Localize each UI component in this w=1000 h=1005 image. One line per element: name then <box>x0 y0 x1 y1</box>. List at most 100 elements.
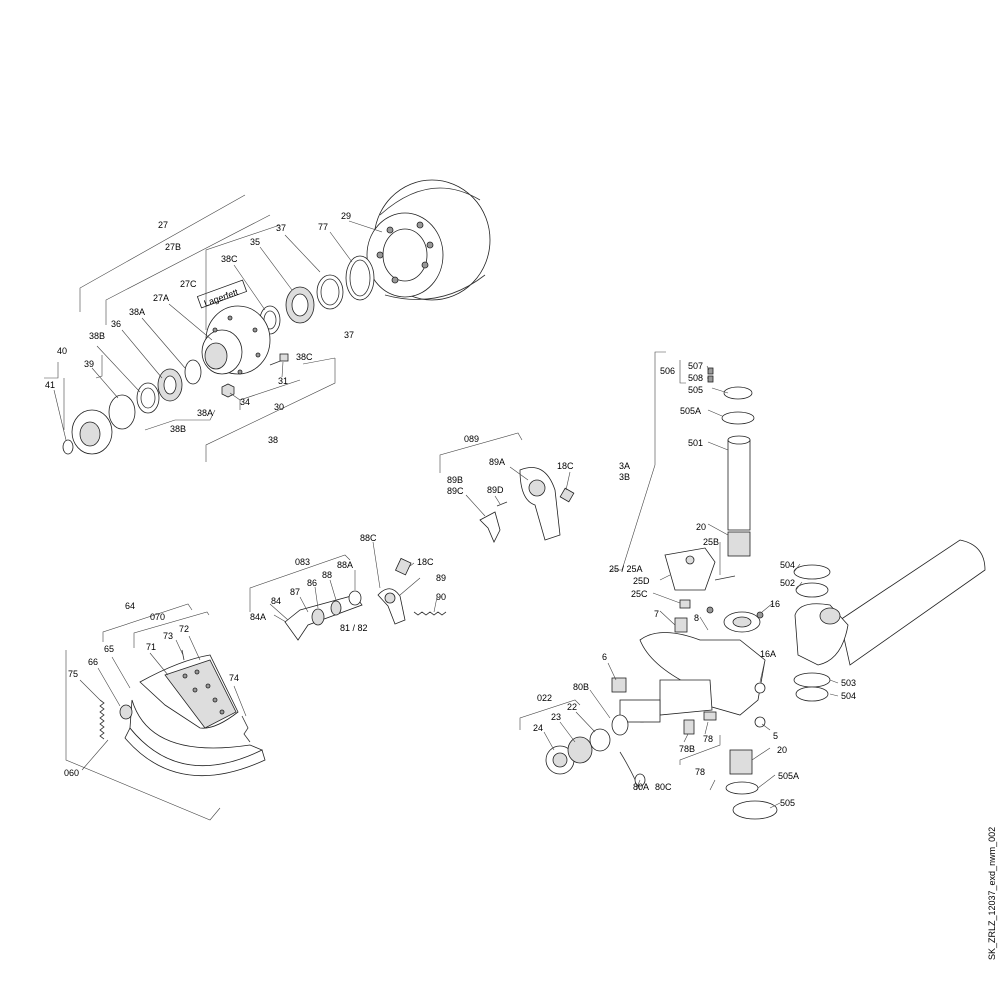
hub-nut-022 <box>545 714 646 787</box>
callout-73: 73 <box>163 631 173 641</box>
callout-88A: 88A <box>337 560 353 570</box>
callout-502: 502 <box>780 578 795 588</box>
callout-78-a: 78 <box>703 734 713 744</box>
ring-37 <box>316 274 344 310</box>
callout-18C-b: 18C <box>417 557 434 567</box>
hub-cap-40 <box>71 409 113 455</box>
cover-39 <box>108 394 136 430</box>
callout-25C: 25C <box>631 589 648 599</box>
callout-16A: 16A <box>760 649 776 659</box>
callout-20-bottom: 20 <box>777 745 787 755</box>
steering-knuckle <box>619 611 766 723</box>
callout-37-top: 37 <box>276 223 286 233</box>
callout-508: 508 <box>688 373 703 383</box>
callout-71: 71 <box>146 642 156 652</box>
callout-27A: 27A <box>153 293 169 303</box>
callout-80A: 80A <box>633 782 649 792</box>
callout-84A: 84A <box>250 612 266 622</box>
callout-74: 74 <box>229 673 239 683</box>
steering-arm-25 <box>664 547 736 591</box>
callout-505A-bottom: 505A <box>778 771 799 781</box>
callout-38B-top: 38B <box>89 331 105 341</box>
callout-90: 90 <box>436 592 446 602</box>
callout-501: 501 <box>688 438 703 448</box>
callout-30: 30 <box>274 402 284 412</box>
callout-8: 8 <box>694 613 699 623</box>
callout-3A: 3A <box>619 461 630 471</box>
callout-22: 22 <box>567 702 577 712</box>
bearing-38A <box>157 359 202 402</box>
callout-20-top: 20 <box>696 522 706 532</box>
callout-31: 31 <box>278 376 288 386</box>
callout-89B: 89B <box>447 475 463 485</box>
callout-84: 84 <box>271 596 281 606</box>
callout-504-top: 504 <box>780 560 795 570</box>
callout-89D: 89D <box>487 485 504 495</box>
nut-34 <box>221 383 235 398</box>
callout-505A-top: 505A <box>680 406 701 416</box>
camshaft-083 <box>284 557 447 641</box>
spring-75 <box>99 699 105 740</box>
callout-38: 38 <box>268 435 278 445</box>
brake-shoe-060 <box>124 649 266 777</box>
bearing-35 <box>285 286 315 324</box>
callout-40: 40 <box>57 346 67 356</box>
callout-89A: 89A <box>489 457 505 467</box>
callout-88C: 88C <box>360 533 377 543</box>
callout-66: 66 <box>88 657 98 667</box>
callout-38B-bottom: 38B <box>170 424 186 434</box>
callout-81-82: 81 / 82 <box>340 623 368 633</box>
callout-070: 070 <box>150 612 165 622</box>
cap-505 <box>721 386 778 820</box>
callout-77: 77 <box>318 222 328 232</box>
callout-505-top: 505 <box>688 385 703 395</box>
bushing-20 <box>727 531 753 775</box>
callout-060: 060 <box>64 768 79 778</box>
axle-beam <box>794 539 986 666</box>
callout-29: 29 <box>341 211 351 221</box>
ring-41 <box>62 439 74 455</box>
seal-ring-77 <box>345 255 375 301</box>
callout-72: 72 <box>179 624 189 634</box>
callout-503: 503 <box>841 678 856 688</box>
callout-37-bottom: 37 <box>344 330 354 340</box>
grease-tag-27C <box>196 279 248 309</box>
callout-89C: 89C <box>447 486 464 496</box>
callout-65: 65 <box>104 644 114 654</box>
callout-39: 39 <box>84 359 94 369</box>
callout-506: 506 <box>660 366 675 376</box>
callout-87: 87 <box>290 587 300 597</box>
clip-74 <box>241 715 251 743</box>
callout-505-bottom: 505 <box>780 798 795 808</box>
callout-25B: 25B <box>703 537 719 547</box>
callout-64: 64 <box>125 601 135 611</box>
drawing-code: SK_ZRLZ_12037_exd_nwm_002 <box>987 827 997 960</box>
callout-80B: 80B <box>573 682 589 692</box>
callout-41: 41 <box>45 380 55 390</box>
callout-36: 36 <box>111 319 121 329</box>
brake-drum <box>366 179 491 301</box>
slack-adjuster-089 <box>479 467 575 543</box>
callout-23: 23 <box>551 712 561 722</box>
callout-89: 89 <box>436 573 446 583</box>
callout-25-25A: 25 / 25A <box>609 564 643 574</box>
callout-083: 083 <box>295 557 310 567</box>
ring-38B <box>136 382 160 414</box>
callout-16: 16 <box>770 599 780 609</box>
callout-3B: 3B <box>619 472 630 482</box>
callout-27: 27 <box>158 220 168 230</box>
callout-86: 86 <box>307 578 317 588</box>
callout-022: 022 <box>537 693 552 703</box>
wheel-bolt-31 <box>269 353 289 366</box>
kingpin-501 <box>727 435 751 531</box>
callout-34: 34 <box>240 397 250 407</box>
callout-27B: 27B <box>165 242 181 252</box>
callout-78B: 78B <box>679 744 695 754</box>
callout-504-bottom: 504 <box>841 691 856 701</box>
callout-24: 24 <box>533 723 543 733</box>
callout-7: 7 <box>654 609 659 619</box>
callout-38A-bottom: 38A <box>197 408 213 418</box>
callout-38A-top: 38A <box>129 307 145 317</box>
roller-66 <box>119 704 133 720</box>
